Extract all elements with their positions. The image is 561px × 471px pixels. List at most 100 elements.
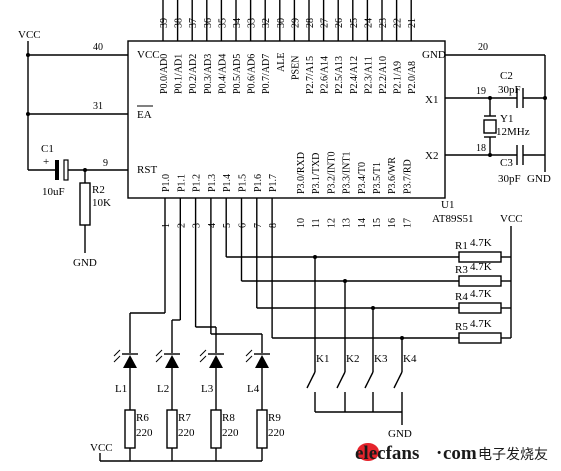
x1-junction <box>488 96 492 100</box>
led-resistor-value: 220 <box>222 427 239 439</box>
c3-ref: C3 <box>500 157 513 169</box>
led-ref: L4 <box>247 383 260 395</box>
watermark-logo-icon <box>357 443 379 461</box>
pullup-resistor-value: 4.7K <box>470 261 492 273</box>
y1-value: 12MHz <box>496 126 530 138</box>
p1-pin-label: P1.6 <box>253 174 264 192</box>
led-diode-icon <box>165 355 179 368</box>
p1-pin-label: P1.7 <box>268 174 279 192</box>
c1-value: 10uF <box>42 186 65 198</box>
c1-ref: C1 <box>41 143 54 155</box>
x2-junction <box>488 153 492 157</box>
r2-ref: R2 <box>92 184 105 196</box>
vcc-junction <box>26 53 30 57</box>
led-resistor-ref: R8 <box>222 412 235 424</box>
p3-pin-label: P3.1/TXD <box>311 153 322 194</box>
p1-pin-label: P1.1 <box>176 174 187 192</box>
top-pin-number: 26 <box>334 18 345 28</box>
led-ref: L3 <box>201 383 214 395</box>
p0-pin-label: P0.0/AD0 <box>159 54 170 94</box>
p0-pin-label: P0.5/AD5 <box>232 54 243 94</box>
pullup-resistor-value: 4.7K <box>470 288 492 300</box>
led-diode-icon <box>209 355 223 368</box>
led-resistor-ref: R7 <box>178 412 191 424</box>
p1-pin-number: 5 <box>222 223 233 228</box>
p3-pin-number: 15 <box>372 218 383 228</box>
p3-pin-number: 14 <box>357 218 368 228</box>
pullup-resistor-value: 4.7K <box>470 237 492 249</box>
top-pin-number: 35 <box>217 18 228 28</box>
ea-junction <box>26 112 30 116</box>
p3-pin-label: P3.0/RXD <box>296 152 307 194</box>
p3-pin-number: 10 <box>296 218 307 228</box>
p2-pin-label: P2.2/A10 <box>378 56 389 94</box>
left-vcc-label: VCC <box>18 29 41 41</box>
p2-pin-label: P2.4/A12 <box>349 56 360 94</box>
top-pin-number: 36 <box>203 18 214 28</box>
top-pin-number: 33 <box>247 18 258 28</box>
p3-pin-label: P3.5/T1 <box>372 162 383 194</box>
pullup-resistor-body <box>458 302 502 314</box>
top-pin-group: 39P0.0/AD038P0.1/AD137P0.2/AD236P0.3/AD3… <box>159 0 418 94</box>
led-resistor-value: 220 <box>268 427 285 439</box>
led-light-arrow-icon <box>155 349 163 357</box>
led-light-arrow-icon <box>199 349 207 357</box>
led-resistor-body <box>256 409 268 449</box>
led-light-arrow-icon <box>113 349 121 357</box>
p1-pin-label: P1.3 <box>207 174 218 192</box>
p1-pin-number: 8 <box>268 223 279 228</box>
p1-pin-number: 3 <box>192 223 203 228</box>
led-resistor-body <box>124 409 136 449</box>
ale-pin-number: 30 <box>276 18 287 28</box>
p3-pin-label: P3.4/T0 <box>357 162 368 194</box>
led-ref: L1 <box>115 383 127 395</box>
key-lever-icon <box>306 371 316 389</box>
r2-body <box>79 182 91 226</box>
key-ref: K4 <box>403 353 417 365</box>
watermark-tld: com <box>443 443 477 464</box>
led-light-arrow-icon <box>113 355 121 363</box>
p1-pin-number: 4 <box>207 223 218 228</box>
mcu-x2-label: X2 <box>425 150 438 162</box>
p2-pin-label: P2.1/A9 <box>393 61 404 94</box>
top-pin-number: 28 <box>305 18 316 28</box>
key-ref: K2 <box>346 353 359 365</box>
led-vcc-label: VCC <box>90 442 113 454</box>
p3-pin-number: 13 <box>342 218 353 228</box>
p0-pin-label: P0.3/AD3 <box>203 54 214 94</box>
led-light-arrow-icon <box>155 355 163 363</box>
pullup-resistor-ref: R1 <box>455 240 468 252</box>
led-resistor-value: 220 <box>136 427 153 439</box>
led-ref: L2 <box>157 383 169 395</box>
vcc-pin-number: 40 <box>93 42 103 53</box>
elecfans-watermark: elecfans · com 电子发烧友 <box>355 443 548 464</box>
p3-pin-number: 17 <box>402 218 413 228</box>
c1-plate-minus <box>63 159 69 181</box>
watermark-brand: elecfans <box>355 443 419 464</box>
p3-pin-label: P3.2/INT0 <box>326 152 337 195</box>
p2-pin-label: P2.6/A14 <box>320 56 331 94</box>
pullup-resistor-ref: R4 <box>455 291 468 303</box>
mcu-gnd-label: GND <box>422 49 446 61</box>
key-lever-icon <box>393 371 403 389</box>
top-pin-number: 23 <box>378 18 389 28</box>
p1-pin-label: P1.2 <box>192 174 203 192</box>
c2-ref: C2 <box>500 70 513 82</box>
watermark-dot: · <box>436 443 442 464</box>
ale-pin-label: ALE <box>276 53 287 72</box>
p2-pin-label: P2.5/A13 <box>334 56 345 94</box>
key-ref: K3 <box>374 353 388 365</box>
led-light-arrow-icon <box>245 349 253 357</box>
top-pin-number: 22 <box>393 18 404 28</box>
p1-pin-number: 6 <box>238 223 249 228</box>
led-light-arrow-icon <box>199 355 207 363</box>
p2-pin-label: P2.7/A15 <box>305 56 316 94</box>
p1-pin-label: P1.0 <box>161 174 172 192</box>
p1-pin-label: P1.5 <box>238 174 249 192</box>
mcu-rst-label: RST <box>137 164 157 176</box>
key-lever-icon <box>364 371 374 389</box>
